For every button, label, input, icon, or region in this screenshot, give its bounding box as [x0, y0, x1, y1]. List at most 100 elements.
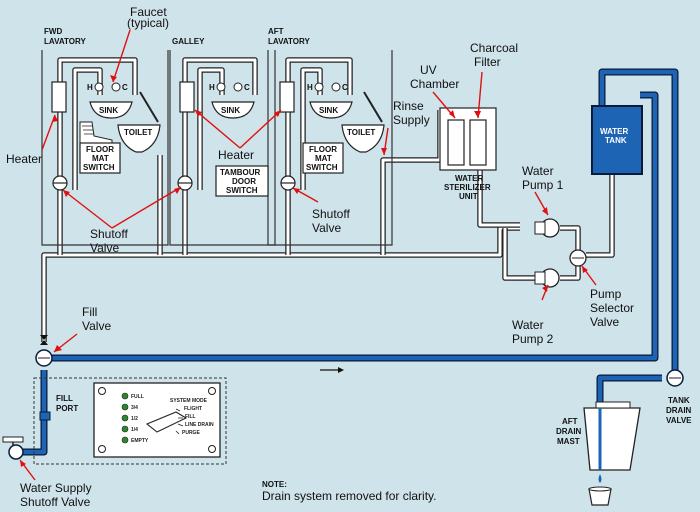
faucet-letters: H C H C H C [87, 83, 348, 92]
shutoff-valves [52, 175, 296, 191]
water-tank-l1: WATER [600, 127, 629, 136]
faucet-hot-aft: H [307, 83, 313, 92]
floor-mat-aft-l1: FLOOR [309, 145, 337, 154]
note-text: Drain system removed for clarity. [262, 489, 437, 503]
panel-level-full: FULL [131, 394, 144, 400]
callout-arrowheads [20, 75, 588, 467]
note-title: NOTE: [262, 480, 287, 489]
tambour-l1: TAMBOUR [220, 168, 261, 177]
label-shutoff-right-1: Shutoff [312, 207, 350, 221]
label-aft-drain-1: AFT [562, 417, 578, 426]
tambour-door-switch [215, 165, 269, 197]
diagram-labels: Faucet (typical) FWD LAVATORY GALLEY AFT… [6, 5, 692, 509]
water-lines [14, 68, 679, 456]
sink-label-fwd: SINK [99, 106, 118, 115]
sink-label-galley: SINK [221, 106, 240, 115]
label-rinse-1: Rinse [393, 99, 424, 113]
floor-mat-aft-l3: SWITCH [306, 163, 338, 172]
label-shutoff-right-2: Valve [312, 221, 341, 235]
sinks [89, 101, 353, 119]
sink-label-aft: SINK [319, 106, 338, 115]
label-heater-center: Heater [218, 148, 254, 162]
label-aft-drain-3: MAST [557, 437, 580, 446]
toilet-label-fwd: TOILET [124, 128, 152, 137]
toilet-aft [341, 91, 385, 153]
label-fill-valve-1: Fill [82, 305, 97, 319]
label-selector-3: Valve [590, 315, 619, 329]
tambour-l3: SWITCH [226, 186, 258, 195]
label-fwd-lav-2: LAVATORY [44, 37, 86, 46]
label-charcoal-1: Charcoal [470, 41, 518, 55]
pump-selector-valve [569, 249, 587, 267]
faucet-hot-fwd: H [87, 83, 93, 92]
faucet-cold-galley: C [244, 83, 250, 92]
floor-mat-fwd-l1: FLOOR [86, 145, 114, 154]
floor-mat-switch-aft [302, 142, 344, 174]
label-faucet: Faucet [130, 5, 167, 19]
heater-galley [179, 81, 195, 113]
flow-direction-arrow [320, 367, 344, 373]
panel-mode-flight: FLIGHT [184, 406, 202, 412]
label-uv-2: Chamber [410, 77, 459, 91]
label-aft-lav-2: LAVATORY [268, 37, 310, 46]
label-water-supply-1: Water Supply [20, 481, 92, 495]
label-fill-port-2: PORT [56, 404, 78, 413]
lavatory-outlines [41, 50, 393, 246]
heater-aft [279, 81, 295, 113]
label-selector-1: Pump [590, 287, 622, 301]
label-water-supply-2: Shutoff Valve [20, 495, 91, 509]
label-pump2-b: Pump 2 [512, 332, 554, 346]
label-aft-drain-2: DRAIN [556, 427, 582, 436]
sterilizer-l2: STERILIZER [444, 183, 491, 192]
floor-mat-fwd-l3: SWITCH [83, 163, 115, 172]
panel-mode-line-drain: LINE DRAIN [185, 422, 214, 428]
panel-level-1-2: 1/2 [131, 416, 138, 422]
water-sterilizer-unit [439, 107, 497, 171]
bucket-icon [588, 486, 612, 506]
label-tank-drain-1: TANK [668, 396, 690, 405]
label-typical: (typical) [127, 16, 169, 30]
boot-icon [79, 121, 113, 146]
heater-fwd [51, 81, 67, 113]
faucet-cold-fwd: C [122, 83, 128, 92]
fill-port-enclosure [33, 377, 227, 465]
panel-mode-purge: PURGE [182, 430, 200, 436]
label-fwd-lav-1: FWD [44, 27, 62, 36]
water-pump-2 [534, 268, 560, 288]
panel-mode-fill: FILL [185, 414, 196, 420]
label-shutoff-left-1: Shutoff [90, 227, 128, 241]
toilet-label-aft: TOILET [347, 128, 375, 137]
label-uv-1: UV [420, 63, 437, 77]
label-selector-2: Selector [590, 301, 634, 315]
sterilizer-l3: UNIT [459, 192, 478, 201]
faucet-cold-aft: C [342, 83, 348, 92]
label-tank-drain-3: VALVE [666, 416, 692, 425]
water-pump-1 [534, 218, 560, 238]
aft-drain-mast [583, 401, 641, 471]
floor-mat-aft-l2: MAT [315, 154, 332, 163]
faucets [94, 82, 341, 92]
label-charcoal-2: Filter [474, 55, 501, 69]
label-heater-left: Heater [6, 152, 42, 166]
label-fill-valve-2: Valve [82, 319, 111, 333]
water-tank [591, 105, 643, 175]
floor-mat-fwd-l2: MAT [92, 154, 109, 163]
fill-valve [35, 335, 53, 367]
panel-level-empty: EMPTY [131, 438, 149, 444]
label-fill-port-1: FILL [56, 394, 73, 403]
label-pump1-b: Pump 1 [522, 178, 564, 192]
panel-system-mode: SYSTEM MODE [170, 398, 208, 404]
tambour-l2: DOOR [232, 177, 256, 186]
toilet-fwd [117, 91, 161, 153]
label-galley: GALLEY [172, 37, 205, 46]
water-tank-l2: TANK [605, 136, 627, 145]
panel-level-1-4: 1/4 [131, 427, 138, 433]
label-rinse-2: Supply [393, 113, 430, 127]
sterilizer-l1: WATER [455, 174, 484, 183]
label-tank-drain-2: DRAIN [666, 406, 692, 415]
faucet-hot-galley: H [209, 83, 215, 92]
label-pump2-a: Water [512, 318, 544, 332]
panel-level-3-4: 3/4 [131, 405, 138, 411]
control-panel [93, 382, 221, 458]
